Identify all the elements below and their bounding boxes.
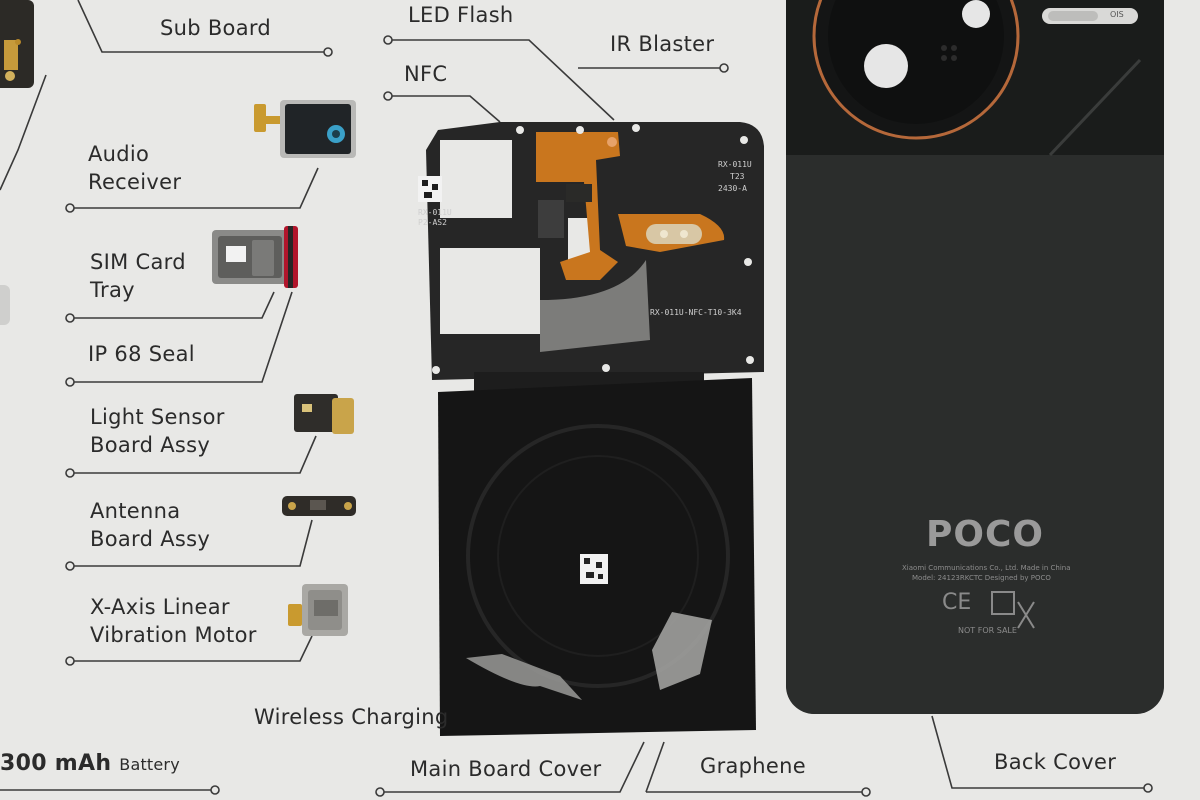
phone-brand-logo: POCO <box>926 514 1045 555</box>
light-sensor-part <box>294 394 354 434</box>
board-code-right-3: 2430-A <box>718 184 747 193</box>
board-code-right-2: T23 <box>730 172 745 181</box>
label-motor-line1: X-Axis Linear <box>90 595 230 619</box>
phone-model-line: Model: 24123RKCTC Designed by POCO <box>912 574 1051 582</box>
main-board-cover-part <box>418 122 764 380</box>
board-code-left-2: P2-AS2 <box>418 218 447 227</box>
label-nfc: NFC <box>404 62 448 86</box>
battery-word: Battery <box>119 755 180 774</box>
label-sub-board: Sub Board <box>160 16 272 40</box>
sub-board-part <box>0 0 34 88</box>
antenna-board-part <box>282 496 356 516</box>
vibration-motor-part <box>288 584 348 636</box>
label-back-cover: Back Cover <box>994 750 1117 774</box>
label-antenna-line2: Board Assy <box>90 527 211 551</box>
label-sim-tray-line1: SIM Card <box>90 250 186 274</box>
label-light-sensor-line2: Board Assy <box>90 433 211 457</box>
audio-receiver-part <box>254 100 356 158</box>
label-antenna-line1: Antenna <box>90 499 181 523</box>
partial-part-left <box>0 285 10 325</box>
label-ir-blaster: IR Blaster <box>610 32 715 56</box>
label-wireless-charging: Wireless Charging <box>254 705 449 729</box>
board-code-left: RX-011U <box>418 208 452 217</box>
label-audio-receiver-line2: Receiver <box>88 170 182 194</box>
battery-capacity: 300 mAh <box>0 751 112 776</box>
label-battery-value: 300 mAh Battery <box>0 750 180 779</box>
phone-not-for-sale: NOT FOR SALE <box>958 626 1017 635</box>
label-audio-receiver-line1: Audio <box>88 142 150 166</box>
label-led-flash: LED Flash <box>408 3 514 27</box>
label-graphene: Graphene <box>700 754 806 778</box>
sim-tray-part <box>212 226 298 288</box>
back-cover-part <box>786 0 1164 714</box>
nfc-flex-code: RX-011U-NFC-T10-3K4 <box>650 308 742 317</box>
label-motor-line2: Vibration Motor <box>90 623 257 647</box>
leader-dots <box>65 35 1153 797</box>
label-light-sensor-line1: Light Sensor <box>90 405 225 429</box>
phone-company-line: Xiaomi Communications Co., Ltd. Made in … <box>902 564 1071 572</box>
label-ip68-seal: IP 68 Seal <box>88 342 195 366</box>
label-main-board-cover: Main Board Cover <box>410 757 602 781</box>
leader-lines <box>0 0 1147 793</box>
wireless-charging-part <box>438 372 756 736</box>
board-code-right: RX-011U <box>718 160 752 169</box>
camera-ois-badge: OIS <box>1110 10 1124 19</box>
label-sim-tray-line2: Tray <box>90 278 135 302</box>
phone-ce-mark: CE <box>942 590 972 615</box>
